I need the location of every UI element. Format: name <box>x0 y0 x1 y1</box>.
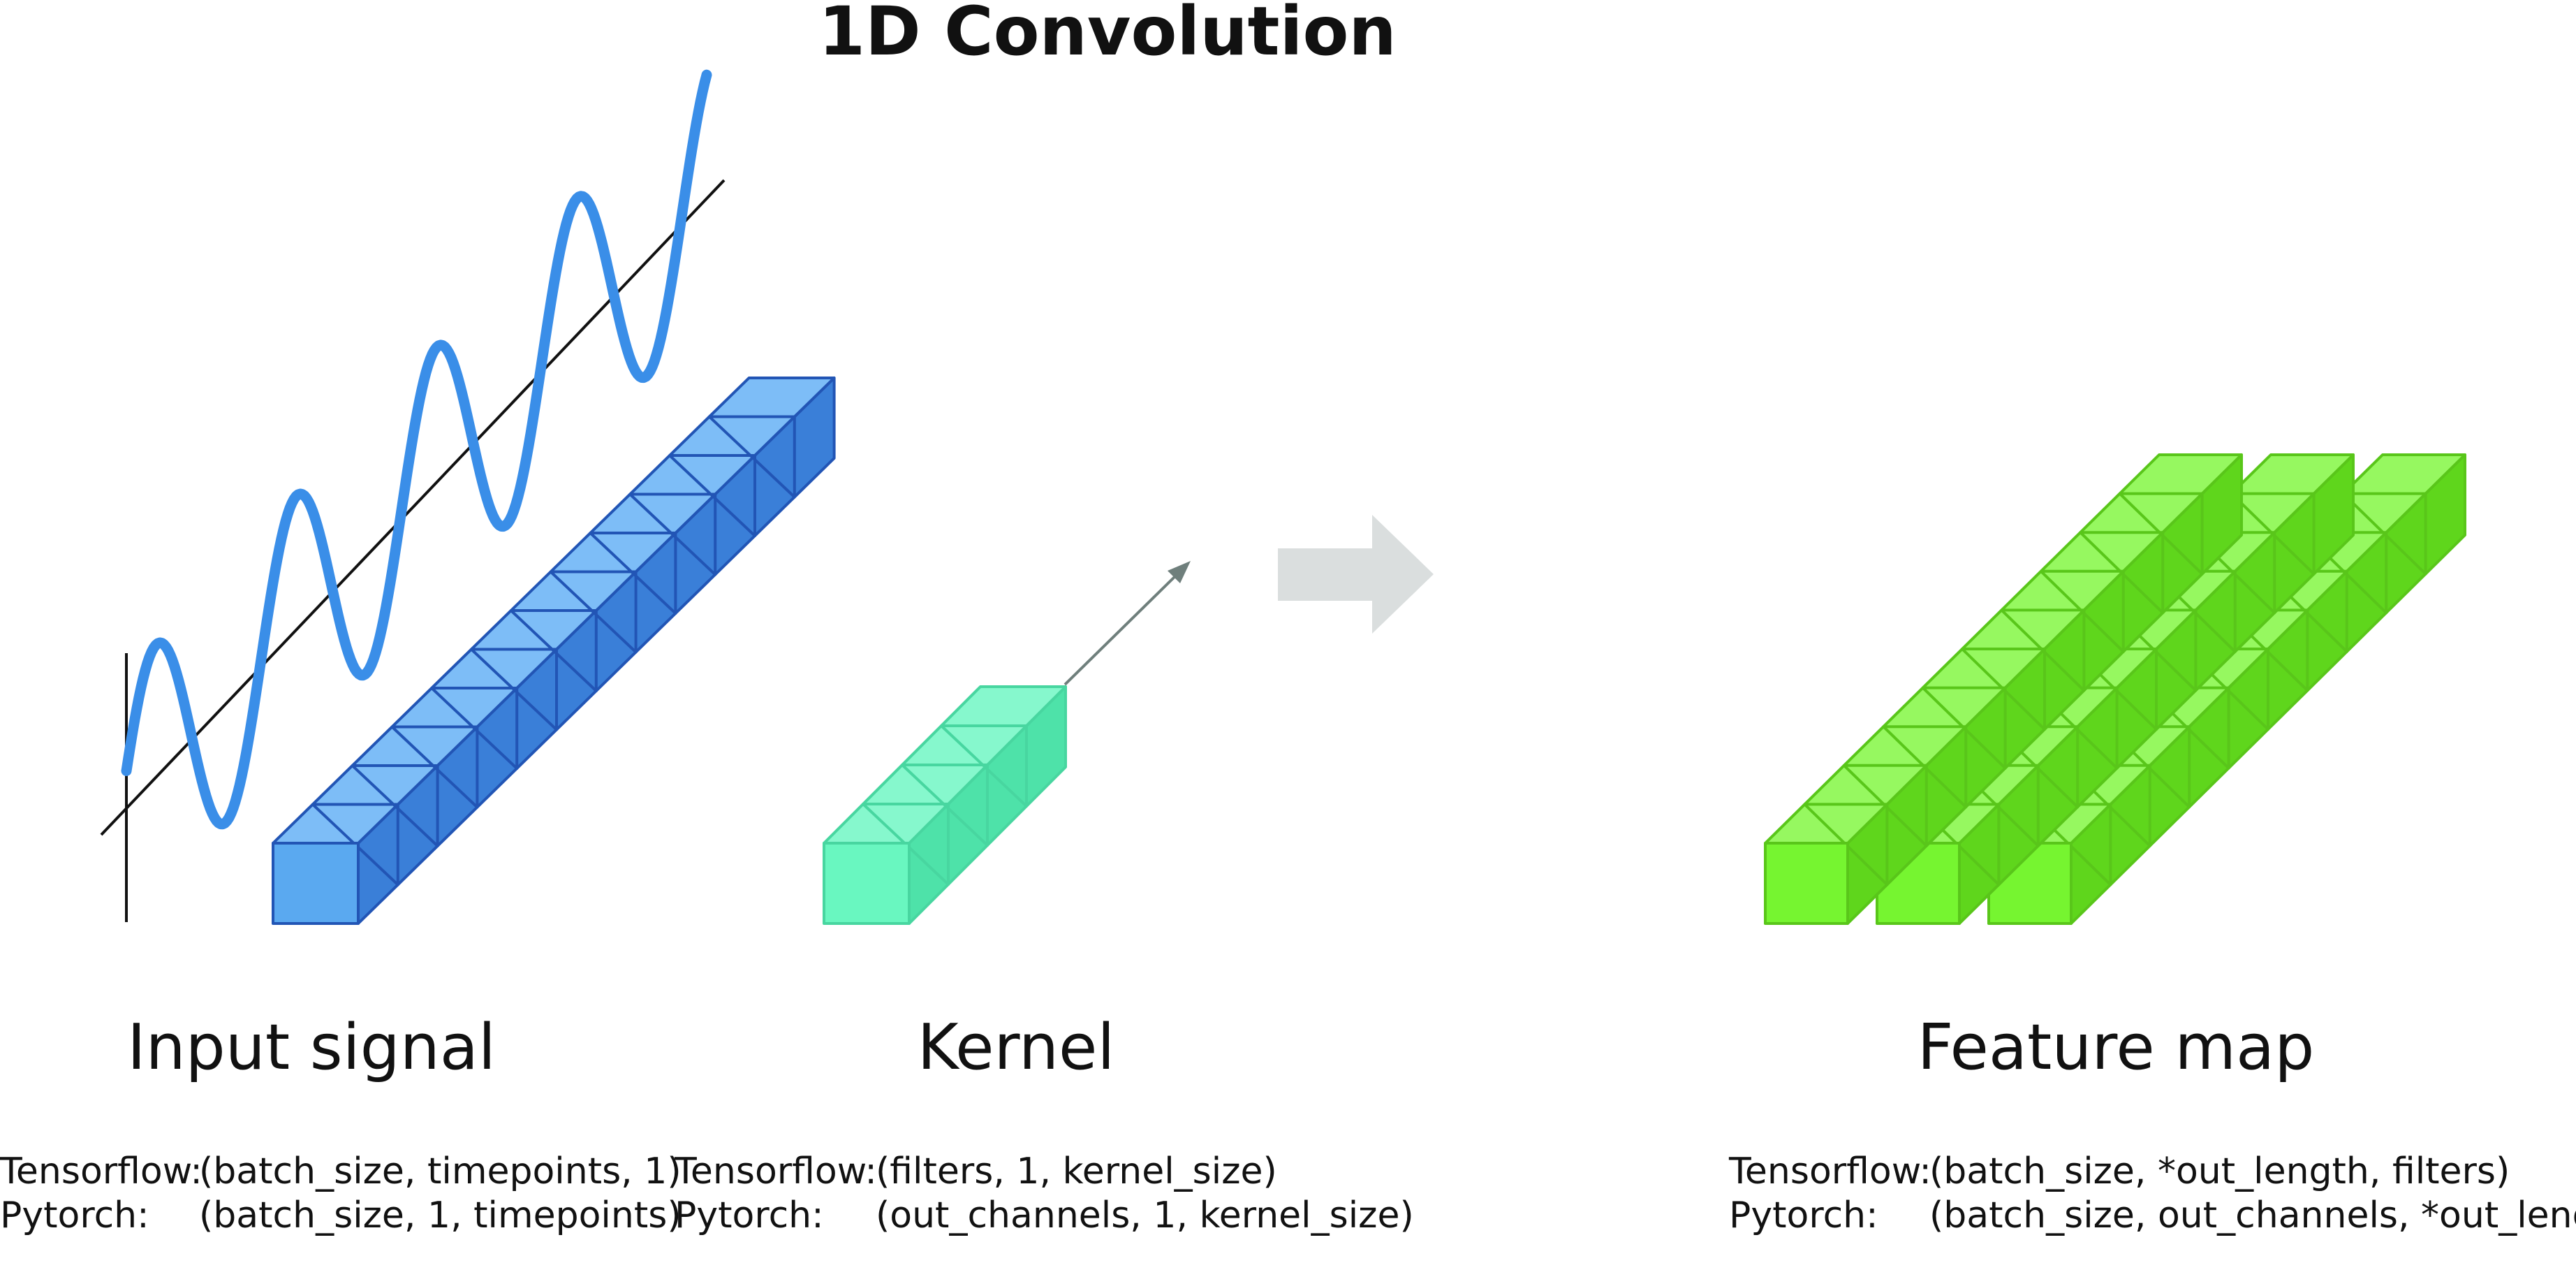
kernel-bar-front-face <box>823 842 911 925</box>
input-bar-cell-divider <box>351 764 439 847</box>
kernel-shapes: Tensorflow: (filters, 1, kernel_size) Py… <box>674 1151 1414 1236</box>
input-bar-cell-divider <box>509 609 598 692</box>
input-bar-cell-divider <box>390 725 479 809</box>
feature-shapes: Tensorflow: (batch_size, *out_length, fi… <box>1728 1151 2576 1236</box>
feature-bar-1-cell-divider <box>1921 686 2007 770</box>
signal-wave <box>121 69 712 830</box>
feature-bar-1-cell-divider <box>1842 764 1928 847</box>
feature-bar-1-cell-divider <box>1961 648 2046 731</box>
input-tensor-bar <box>272 377 836 925</box>
signal-trend-axis <box>100 179 726 836</box>
kernel-direction-arrow <box>1063 561 1191 686</box>
signal-plot <box>100 69 726 922</box>
feature-tf-key: Tensorflow: <box>1728 1151 1931 1192</box>
page-title: 1D Convolution <box>818 0 1397 71</box>
feature-pt-key: Pytorch: <box>1729 1195 1878 1236</box>
feature-bar-1-front-face <box>1764 842 1849 925</box>
feature-map-label: Feature map <box>1918 1011 2315 1084</box>
input-tf-value: (batch_size, timepoints, 1) <box>199 1151 682 1192</box>
input-pt-key: Pytorch: <box>0 1195 149 1236</box>
feature-map-tensor <box>1764 453 2466 925</box>
input-pt-value: (batch_size, 1, timepoints) <box>199 1195 682 1236</box>
kernel-pt-key: Pytorch: <box>675 1195 824 1236</box>
feature-bar-3-cell-divider <box>2341 492 2427 576</box>
input-bar-cell-divider <box>707 415 796 499</box>
feature-bar-1-cell-divider <box>2039 569 2125 653</box>
input-bar-front-face <box>272 842 360 925</box>
kernel-tf-key: Tensorflow: <box>674 1151 877 1192</box>
feature-bar-2-cell-divider <box>2230 492 2316 576</box>
kernel-tensor-bar <box>823 685 1067 925</box>
input-bar-cell-divider <box>589 532 677 615</box>
kernel-arrow-head <box>1168 561 1191 583</box>
input-tf-key: Tensorflow: <box>0 1151 203 1192</box>
feature-tf-value: (batch_size, *out_length, filters) <box>1929 1151 2510 1192</box>
input-bar-cell-divider <box>668 454 756 537</box>
feature-bar-1-cell-divider <box>2118 492 2204 576</box>
kernel-bar-cell-divider <box>940 724 1028 808</box>
feature-pt-value: (batch_size, out_channels, *out_length) <box>1929 1195 2576 1236</box>
kernel-bar-cell-divider <box>901 764 989 847</box>
kernel-tf-value: (filters, 1, kernel_size) <box>876 1151 1277 1192</box>
input-bar-cell-divider <box>628 492 717 576</box>
input-bar-cell-divider <box>430 687 519 770</box>
input-bar-cell-divider <box>470 648 558 731</box>
arrow-right-icon <box>1278 515 1434 634</box>
feature-bar-1-cell-divider <box>2000 608 2086 692</box>
kernel-arrow-line <box>1063 570 1182 686</box>
input-signal-label: Input signal <box>127 1011 496 1084</box>
feature-bar-1-cell-divider <box>2079 531 2165 615</box>
input-shapes: Tensorflow: (batch_size, timepoints, 1) … <box>0 1151 682 1236</box>
kernel-label: Kernel <box>918 1011 1115 1084</box>
input-bar-cell-divider <box>549 570 638 654</box>
kernel-pt-value: (out_channels, 1, kernel_size) <box>876 1195 1414 1236</box>
feature-bar-1-cell-divider <box>1882 725 1968 809</box>
